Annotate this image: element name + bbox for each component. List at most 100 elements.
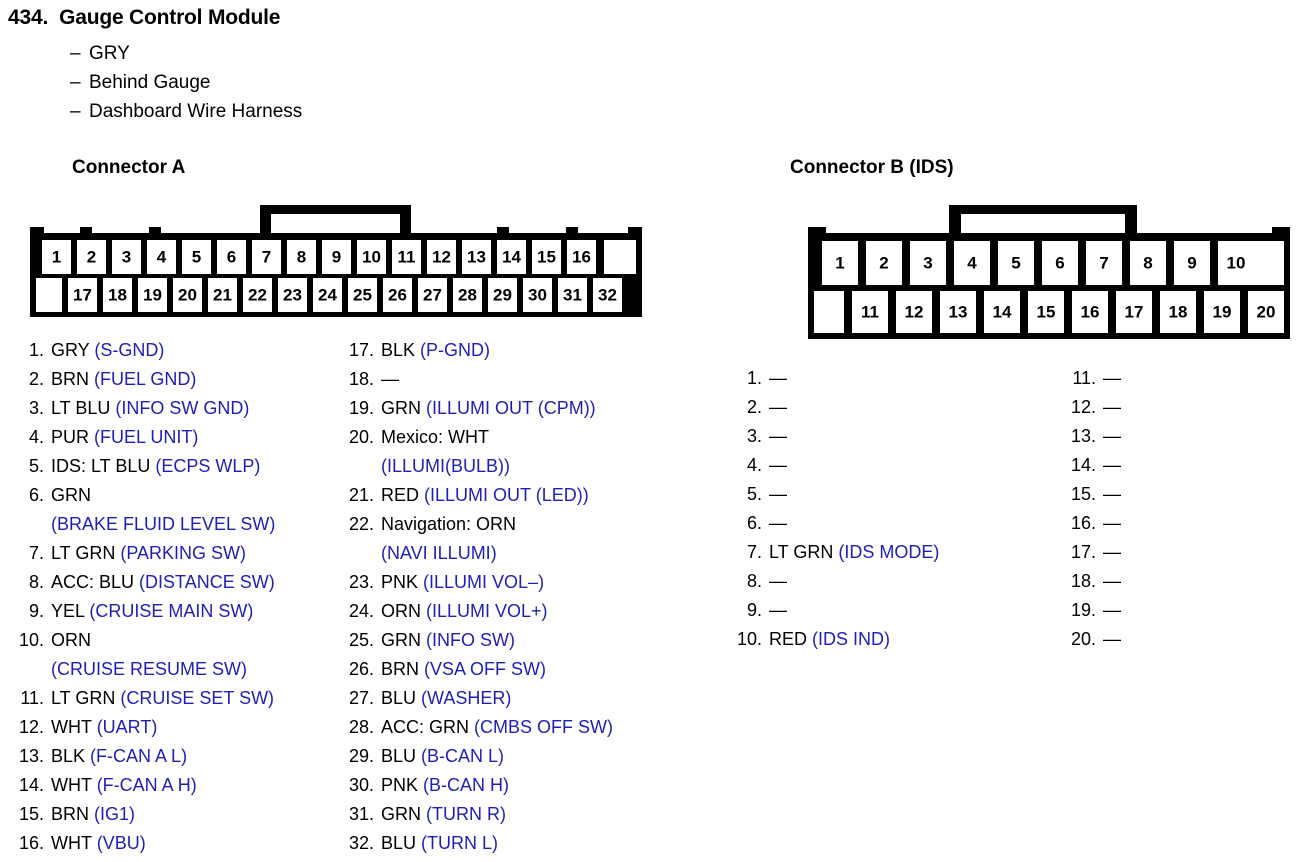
bottom-blank-cavity <box>36 278 62 312</box>
pin-cavity <box>1174 241 1210 285</box>
pin-number: 17 <box>73 285 92 304</box>
pin-wire-color: IDS: LT BLU <box>51 456 151 476</box>
pin-list-number: 6. <box>746 513 762 533</box>
pin-list-number: 29. <box>348 746 374 766</box>
pin-number: 19 <box>143 285 162 304</box>
pin-number: 16 <box>572 247 591 266</box>
pin-wire-color: — <box>769 513 787 533</box>
pin-list-body: — <box>381 365 674 394</box>
pin-number: 5 <box>1011 253 1020 272</box>
pin-number: 18 <box>1169 302 1188 321</box>
pin-signal-name: (ILLUMI VOL+) <box>426 601 548 621</box>
pin-list-body: WHT (UART) <box>51 713 344 742</box>
pin-number: 29 <box>493 285 512 304</box>
pin-signal-name: (INFO SW) <box>426 630 515 650</box>
pin-list-number: 21. <box>348 485 374 505</box>
pin-cavity <box>138 278 167 312</box>
pin-wire-color: — <box>769 455 787 475</box>
pin-list-number: 19. <box>1070 600 1096 620</box>
pin-list-row: 10.RED (IDS IND) <box>726 625 1026 654</box>
page-title: 434. Gauge Control Module <box>8 6 708 30</box>
pin-number: 26 <box>388 285 407 304</box>
pin-list-number: 19. <box>348 398 374 418</box>
pin-signal-name: (CRUISE SET SW) <box>120 688 275 708</box>
pin-list-row: 23.PNK (ILLUMI VOL–) <box>344 568 674 597</box>
pin-list-row: 13.BLK (F-CAN A L) <box>14 742 344 771</box>
pin-signal-name: (IG1) <box>94 804 136 824</box>
pin-cavity <box>1072 291 1108 333</box>
pin-list-row: 19.— <box>1060 596 1300 625</box>
pin-list-number: 25. <box>348 630 374 650</box>
pin-list-row: 3. — <box>726 422 1026 451</box>
pin-cavity <box>1028 291 1064 333</box>
section-number: 434. <box>8 6 49 29</box>
pin-wire-color: — <box>1103 426 1121 446</box>
pin-wire-color: WHT <box>51 775 92 795</box>
pin-wire-color: PNK <box>381 775 419 795</box>
pin-list-number: 3. <box>746 426 762 446</box>
pin-list-number: 11. <box>20 688 44 708</box>
pin-list-row: 27.BLU (WASHER) <box>344 684 674 713</box>
pin-cavity <box>822 241 858 285</box>
pin-list-body: — <box>769 364 1026 393</box>
pin-signal-name: (P-GND) <box>420 340 491 360</box>
bottom-blank-cavity <box>814 291 844 333</box>
pin-number: 32 <box>598 285 617 304</box>
pin-number: 21 <box>213 285 232 304</box>
pin-list-row: 6.GRN(BRAKE FLUID LEVEL SW) <box>14 481 344 539</box>
pin-list-number: 12. <box>1070 397 1096 417</box>
pin-wire-color: LT BLU <box>51 398 111 418</box>
pin-number: 13 <box>949 302 968 321</box>
pin-signal-name: (FUEL UNIT) <box>94 427 199 447</box>
pin-wire-color: BLU <box>381 746 417 766</box>
pin-cavity <box>998 241 1034 285</box>
pin-list-body: BLU (WASHER) <box>381 684 674 713</box>
pin-list-body: LT GRN (IDS MODE) <box>769 538 1026 567</box>
pin-wire-color: LT GRN <box>51 543 116 563</box>
pin-list-number: 4. <box>28 427 44 447</box>
pin-list-number: 7. <box>28 543 44 563</box>
pin-wire-color: LT GRN <box>769 542 834 562</box>
pin-wire-color: BRN <box>51 804 90 824</box>
pin-list-body: GRN (INFO SW) <box>381 626 674 655</box>
pin-signal-name: (TURN L) <box>421 833 499 853</box>
pin-list-body: — <box>1103 393 1300 422</box>
pin-list-row: 14.— <box>1060 451 1300 480</box>
pin-wire-color: RED <box>381 485 420 505</box>
pin-list-body: — <box>769 393 1026 422</box>
pin-number: 12 <box>905 302 924 321</box>
pin-list-number: 9. <box>746 600 762 620</box>
pin-list-row: 8.ACC: BLU (DISTANCE SW) <box>14 568 344 597</box>
pin-wire-color: — <box>1103 455 1121 475</box>
pin-list-number: 7. <box>746 542 762 562</box>
pin-cavity <box>383 278 412 312</box>
pin-wire-color: GRY <box>51 340 90 360</box>
latch-post-right <box>1125 205 1137 245</box>
pin-number: 7 <box>262 247 271 266</box>
pin-wire-color: GRN <box>51 485 91 505</box>
pin-wire-color: — <box>381 369 399 389</box>
pin-list-number: 1. <box>28 340 44 360</box>
pin-list-row: 12.WHT (UART) <box>14 713 344 742</box>
pin-list-row: 25. GRN (INFO SW) <box>344 626 674 655</box>
pin-wire-color: WHT <box>51 833 92 853</box>
pin-list-row: 22.Navigation: ORN(NAVI ILLUMI) <box>344 510 674 568</box>
pin-signal-name: (CMBS OFF SW) <box>474 717 614 737</box>
pin-list-row: 2.BRN (FUEL GND) <box>14 365 344 394</box>
pin-number: 5 <box>192 247 201 266</box>
pin-wire-color: — <box>769 484 787 504</box>
pin-number: 27 <box>423 285 442 304</box>
pin-cavity <box>954 241 990 285</box>
pin-wire-color: — <box>769 426 787 446</box>
pin-list-body: — <box>1103 538 1300 567</box>
pin-signal-name: (VBU) <box>96 833 146 853</box>
pin-list-row: 7. LT GRN (IDS MODE) <box>726 538 1026 567</box>
connector-b-heading: Connector B (IDS) <box>790 157 954 178</box>
pin-signal-name: (F-CAN A H) <box>96 775 197 795</box>
pin-wire-color: BRN <box>51 369 90 389</box>
pin-list-number: 17. <box>348 340 374 360</box>
header-bullet-list: –GRY–Behind Gauge–Dashboard Wire Harness <box>8 39 708 126</box>
